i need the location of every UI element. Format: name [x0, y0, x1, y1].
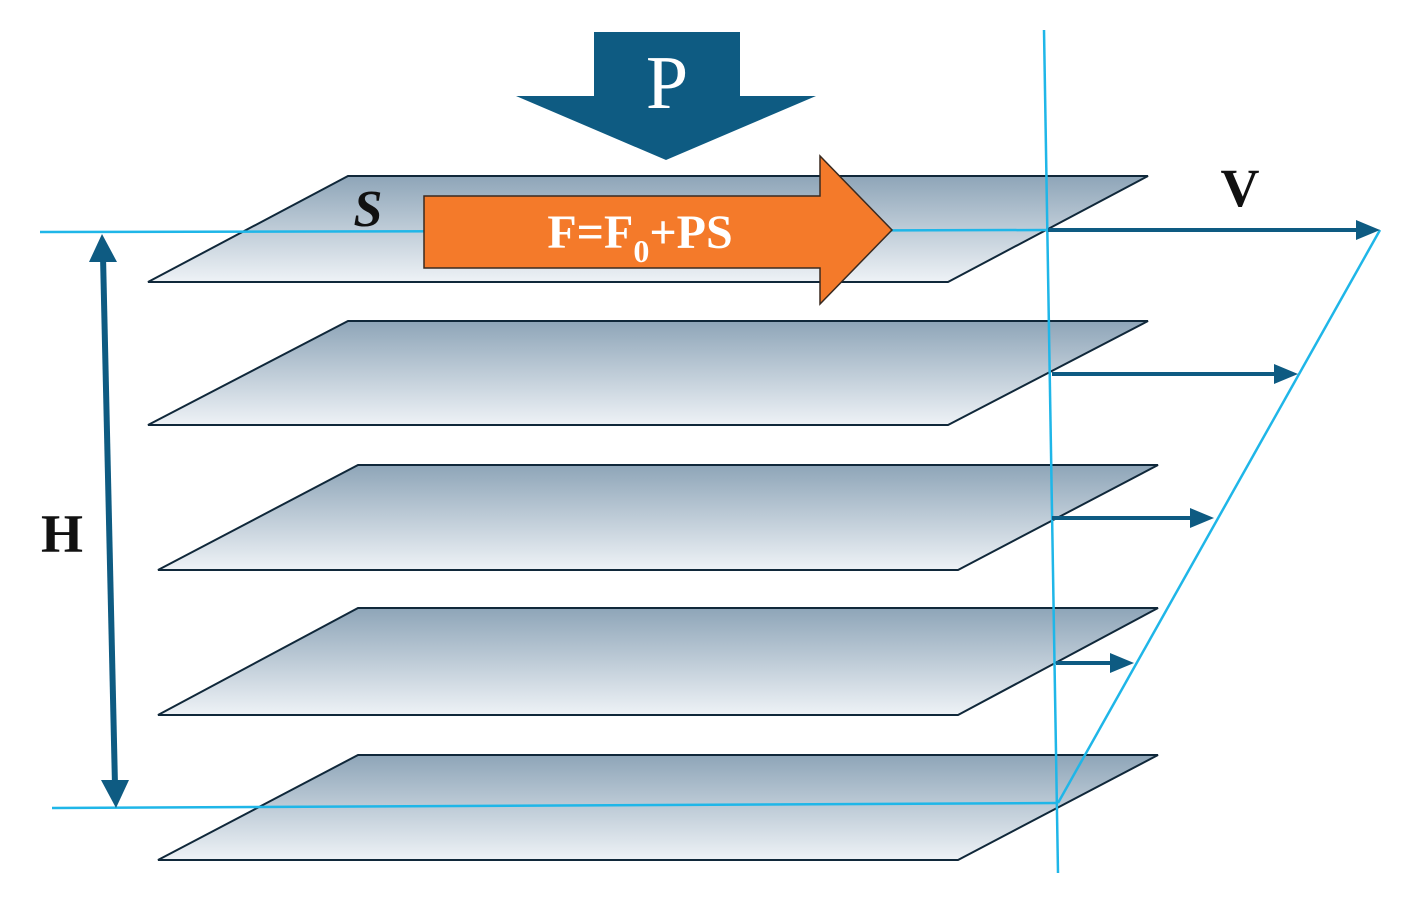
height-label: H: [41, 504, 83, 564]
area-label: S: [354, 181, 383, 238]
bottom-reference-line: [51, 801, 1059, 810]
force-arrow: F=F0+PS: [423, 154, 894, 306]
velocity-arrow-4-head: [1110, 653, 1134, 673]
plate-4: [157, 607, 1159, 716]
velocity-label: V: [1221, 158, 1260, 218]
plates: [147, 175, 1159, 861]
vertical-reference-line: [1042, 29, 1060, 874]
height-arrow-head-top: [89, 234, 117, 262]
force-label: F=F0+PS: [547, 206, 732, 269]
pressure-arrow: P: [516, 32, 816, 160]
height-arrow-head-bottom: [101, 780, 129, 808]
velocity-profile-line: [1056, 229, 1382, 804]
guide-lines: [39, 29, 1382, 874]
force-label-main: F=F: [547, 206, 633, 259]
pressure-label: P: [646, 41, 688, 125]
force-label-subscript: 0: [633, 233, 649, 269]
velocity-arrows: [1048, 220, 1380, 673]
height-arrow-shaft: [100, 255, 118, 787]
velocity-arrow-1-head: [1356, 220, 1380, 240]
force-label-tail: +PS: [649, 206, 732, 259]
plate-3: [157, 464, 1159, 571]
plate-2: [147, 320, 1149, 426]
pressure-arrow-shape: [516, 32, 816, 160]
force-arrow-shape: [423, 154, 894, 306]
plate-5-bottom: [157, 754, 1159, 861]
height-dimension: [89, 234, 129, 808]
velocity-arrow-2-head: [1274, 364, 1298, 384]
velocity-arrow-3-head: [1190, 508, 1214, 528]
